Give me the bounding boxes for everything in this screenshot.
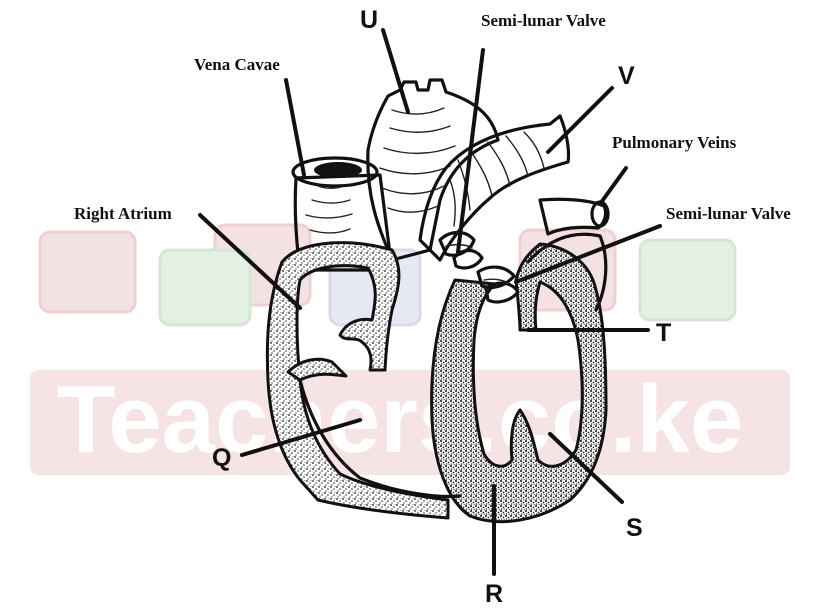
pointer-v <box>548 88 612 152</box>
watermark-text: Teachers.co.ke <box>57 366 744 473</box>
watermark-green-square <box>160 250 250 325</box>
label-semi-lunar-valve-right: Semi-lunar Valve <box>666 204 791 223</box>
watermark-logo: Teachers.co.ke <box>30 225 790 475</box>
pointer-pulmonary-veins <box>600 168 626 204</box>
label-vena-cavae: Vena Cavae <box>194 55 280 74</box>
label-u: U <box>360 6 378 34</box>
watermark-red-square <box>40 232 135 312</box>
pointer-semi-lunar-valve-top <box>458 50 483 252</box>
label-s: S <box>626 514 643 542</box>
pointer-vena-cavae <box>286 80 304 175</box>
label-pulmonary-veins: Pulmonary Veins <box>612 133 737 152</box>
label-v: V <box>618 62 635 90</box>
label-right-atrium: Right Atrium <box>74 204 172 223</box>
label-r: R <box>485 580 503 608</box>
label-semi-lunar-valve-top: Semi-lunar Valve <box>481 11 606 30</box>
label-t: T <box>656 319 671 347</box>
label-q: Q <box>212 444 231 472</box>
watermark-green-square <box>640 240 735 320</box>
